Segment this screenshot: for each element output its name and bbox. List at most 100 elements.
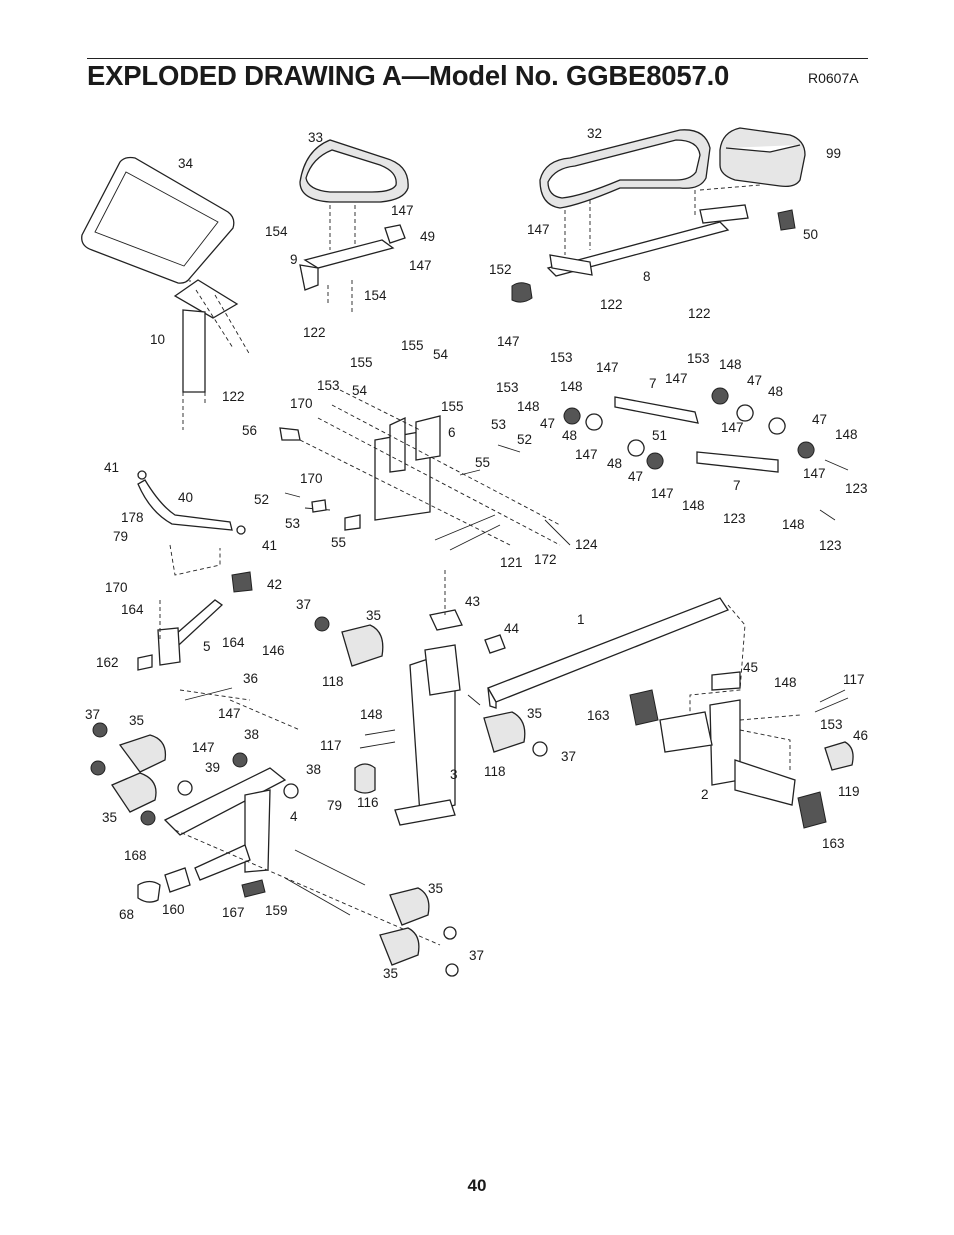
callout-52: 52	[517, 432, 532, 447]
callout-147: 147	[218, 706, 241, 721]
callout-10: 10	[150, 332, 165, 347]
callout-147: 147	[391, 203, 414, 218]
callout-152: 152	[489, 262, 512, 277]
header-rule	[87, 58, 868, 59]
callout-36: 36	[243, 671, 258, 686]
callout-148: 148	[360, 707, 383, 722]
callout-153: 153	[687, 351, 710, 366]
callout-35: 35	[527, 706, 542, 721]
callout-39: 39	[205, 760, 220, 775]
callout-148: 148	[719, 357, 742, 372]
backrest-pad-part	[539, 129, 711, 209]
callout-178: 178	[121, 510, 144, 525]
callout-37: 37	[469, 948, 484, 963]
callout-170: 170	[105, 580, 128, 595]
callout-8: 8	[643, 269, 651, 284]
arm-lower-part	[627, 439, 815, 473]
callout-3: 3	[450, 767, 458, 782]
callout-51: 51	[652, 428, 667, 443]
callout-122: 122	[688, 306, 711, 321]
callout-79: 79	[113, 529, 128, 544]
page-title: EXPLODED DRAWING A—Model No. GGBE8057.0	[87, 60, 730, 91]
console-part	[81, 156, 235, 284]
callout-53: 53	[491, 417, 506, 432]
callout-79: 79	[327, 798, 342, 813]
callout-155: 155	[441, 399, 464, 414]
callout-41: 41	[262, 538, 277, 553]
callout-170: 170	[290, 396, 313, 411]
callout-148: 148	[835, 427, 858, 442]
callout-43: 43	[465, 594, 480, 609]
callout-54: 54	[433, 347, 449, 362]
callout-148: 148	[517, 399, 540, 414]
callout-4: 4	[290, 809, 298, 824]
callout-159: 159	[265, 903, 288, 918]
callout-42: 42	[267, 577, 282, 592]
callout-163: 163	[587, 708, 610, 723]
callout-146: 146	[262, 643, 285, 658]
callout-45: 45	[743, 660, 758, 675]
center-bracket-part	[299, 389, 561, 546]
callout-154: 154	[364, 288, 387, 303]
callout-35: 35	[366, 608, 381, 623]
callout-9: 9	[290, 252, 298, 267]
callout-124: 124	[575, 537, 598, 552]
callout-148: 148	[782, 517, 805, 532]
callout-168: 168	[124, 848, 147, 863]
callout-153: 153	[496, 380, 519, 395]
callout-55: 55	[475, 455, 490, 470]
callout-44: 44	[504, 621, 520, 636]
callout-170: 170	[300, 471, 323, 486]
callout-148: 148	[774, 675, 797, 690]
callout-122: 122	[222, 389, 245, 404]
callout-155: 155	[350, 355, 373, 370]
callout-55: 55	[331, 535, 346, 550]
callout-47: 47	[628, 469, 643, 484]
callout-50: 50	[803, 227, 818, 242]
callout-37: 37	[296, 597, 311, 612]
callout-148: 148	[682, 498, 705, 513]
callout-153: 153	[317, 378, 340, 393]
page-number: 40	[467, 1176, 487, 1195]
backrest-frame-part	[546, 184, 761, 277]
callout-56: 56	[242, 423, 257, 438]
callout-2: 2	[701, 787, 709, 802]
callout-53: 53	[285, 516, 300, 531]
callout-35: 35	[129, 713, 144, 728]
callout-117: 117	[843, 672, 865, 687]
callout-32: 32	[587, 126, 602, 141]
callout-123: 123	[723, 511, 746, 526]
callout-6: 6	[448, 425, 456, 440]
callout-147: 147	[409, 258, 432, 273]
callout-153: 153	[550, 350, 573, 365]
callout-121: 121	[500, 555, 523, 570]
callout-147: 147	[192, 740, 215, 755]
callout-122: 122	[600, 297, 623, 312]
seat-bracket-part	[299, 205, 406, 315]
callout-38: 38	[306, 762, 321, 777]
callout-147: 147	[665, 371, 688, 386]
callout-147: 147	[803, 466, 826, 481]
callout-37: 37	[561, 749, 576, 764]
callout-119: 119	[838, 784, 860, 799]
callout-7: 7	[733, 478, 741, 493]
callout-123: 123	[819, 538, 842, 553]
callout-163: 163	[822, 836, 845, 851]
callout-35: 35	[102, 810, 117, 825]
end-pad-part	[719, 127, 806, 188]
callout-41: 41	[104, 460, 119, 475]
callout-118: 118	[322, 674, 344, 689]
callout-123: 123	[845, 481, 868, 496]
callout-5: 5	[203, 639, 211, 654]
callout-147: 147	[497, 334, 520, 349]
callout-38: 38	[244, 727, 259, 742]
callout-48: 48	[607, 456, 622, 471]
callout-46: 46	[853, 728, 868, 743]
callout-99: 99	[826, 146, 841, 161]
callout-35: 35	[428, 881, 443, 896]
leg-lever-part	[137, 571, 253, 701]
arm-upper-part	[563, 387, 786, 435]
callout-40: 40	[178, 490, 193, 505]
callout-118: 118	[484, 764, 506, 779]
